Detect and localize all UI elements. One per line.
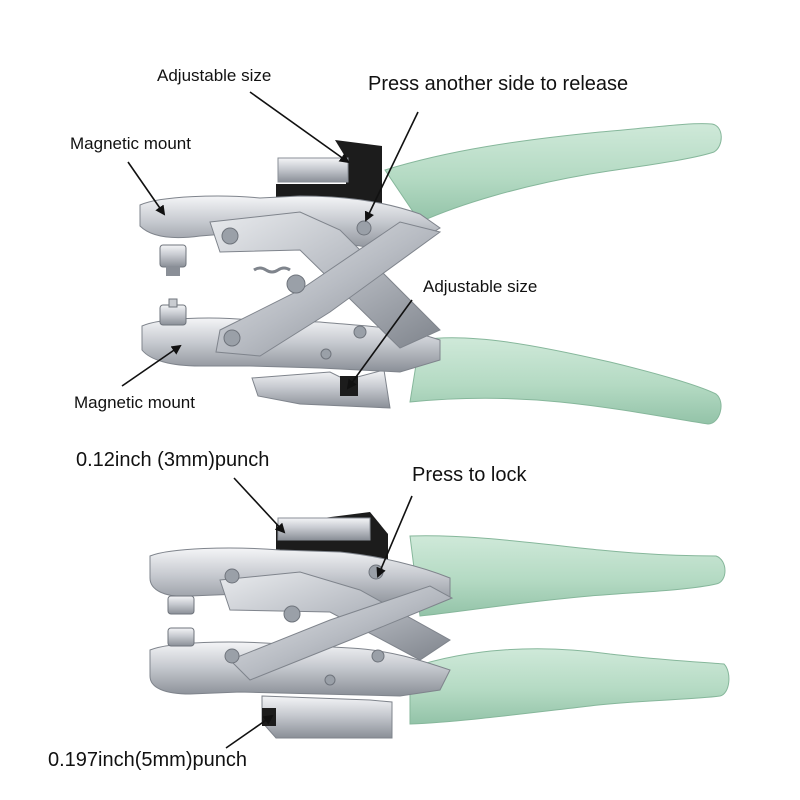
top-plier-tool [139, 123, 722, 425]
arrow-magnetic-bottom [121, 344, 182, 387]
bottom-tool-lower-die [167, 627, 195, 647]
top-tool-lower-adjust-block [251, 369, 391, 409]
arrow-lock [376, 495, 413, 578]
top-tool-lower-handle [409, 337, 722, 425]
arrow-punch-3mm [233, 477, 286, 534]
bottom-tool-lower-handle [409, 648, 730, 725]
callout-arrows [121, 91, 419, 749]
arrow-release [364, 111, 419, 222]
label-press-to-lock: Press to lock [412, 464, 527, 486]
bottom-tool-lower-adjust-block [261, 695, 393, 739]
label-punch-3mm: 0.12inch (3mm)punch [76, 449, 270, 471]
arrow-adjustable-mid [346, 299, 413, 390]
bottom-tool-upper-handle [409, 535, 726, 617]
label-adjustable-size-mid: Adjustable size [423, 277, 538, 296]
top-tool-upper-ruler [277, 157, 349, 183]
top-tool-upper-adjust-block [276, 140, 382, 208]
label-adjustable-size-top: Adjustable size [157, 66, 272, 85]
arrow-adjustable-top [249, 91, 350, 164]
label-magnetic-mount-top: Magnetic mount [70, 134, 191, 153]
bottom-tool-upper-die [167, 595, 195, 615]
arrow-punch-5mm [225, 714, 274, 749]
arrow-magnetic-top [127, 161, 166, 216]
label-magnetic-mount-bottom: Magnetic mount [74, 393, 195, 412]
bottom-plier-tool [149, 512, 730, 739]
top-tool-lower-die [159, 304, 187, 326]
top-tool-upper-handle [384, 123, 722, 223]
label-punch-5mm: 0.197inch(5mm)punch [48, 749, 247, 771]
top-tool-upper-die [159, 244, 187, 268]
bottom-tool-upper-ruler [277, 517, 371, 541]
label-press-to-release: Press another side to release [368, 73, 629, 95]
